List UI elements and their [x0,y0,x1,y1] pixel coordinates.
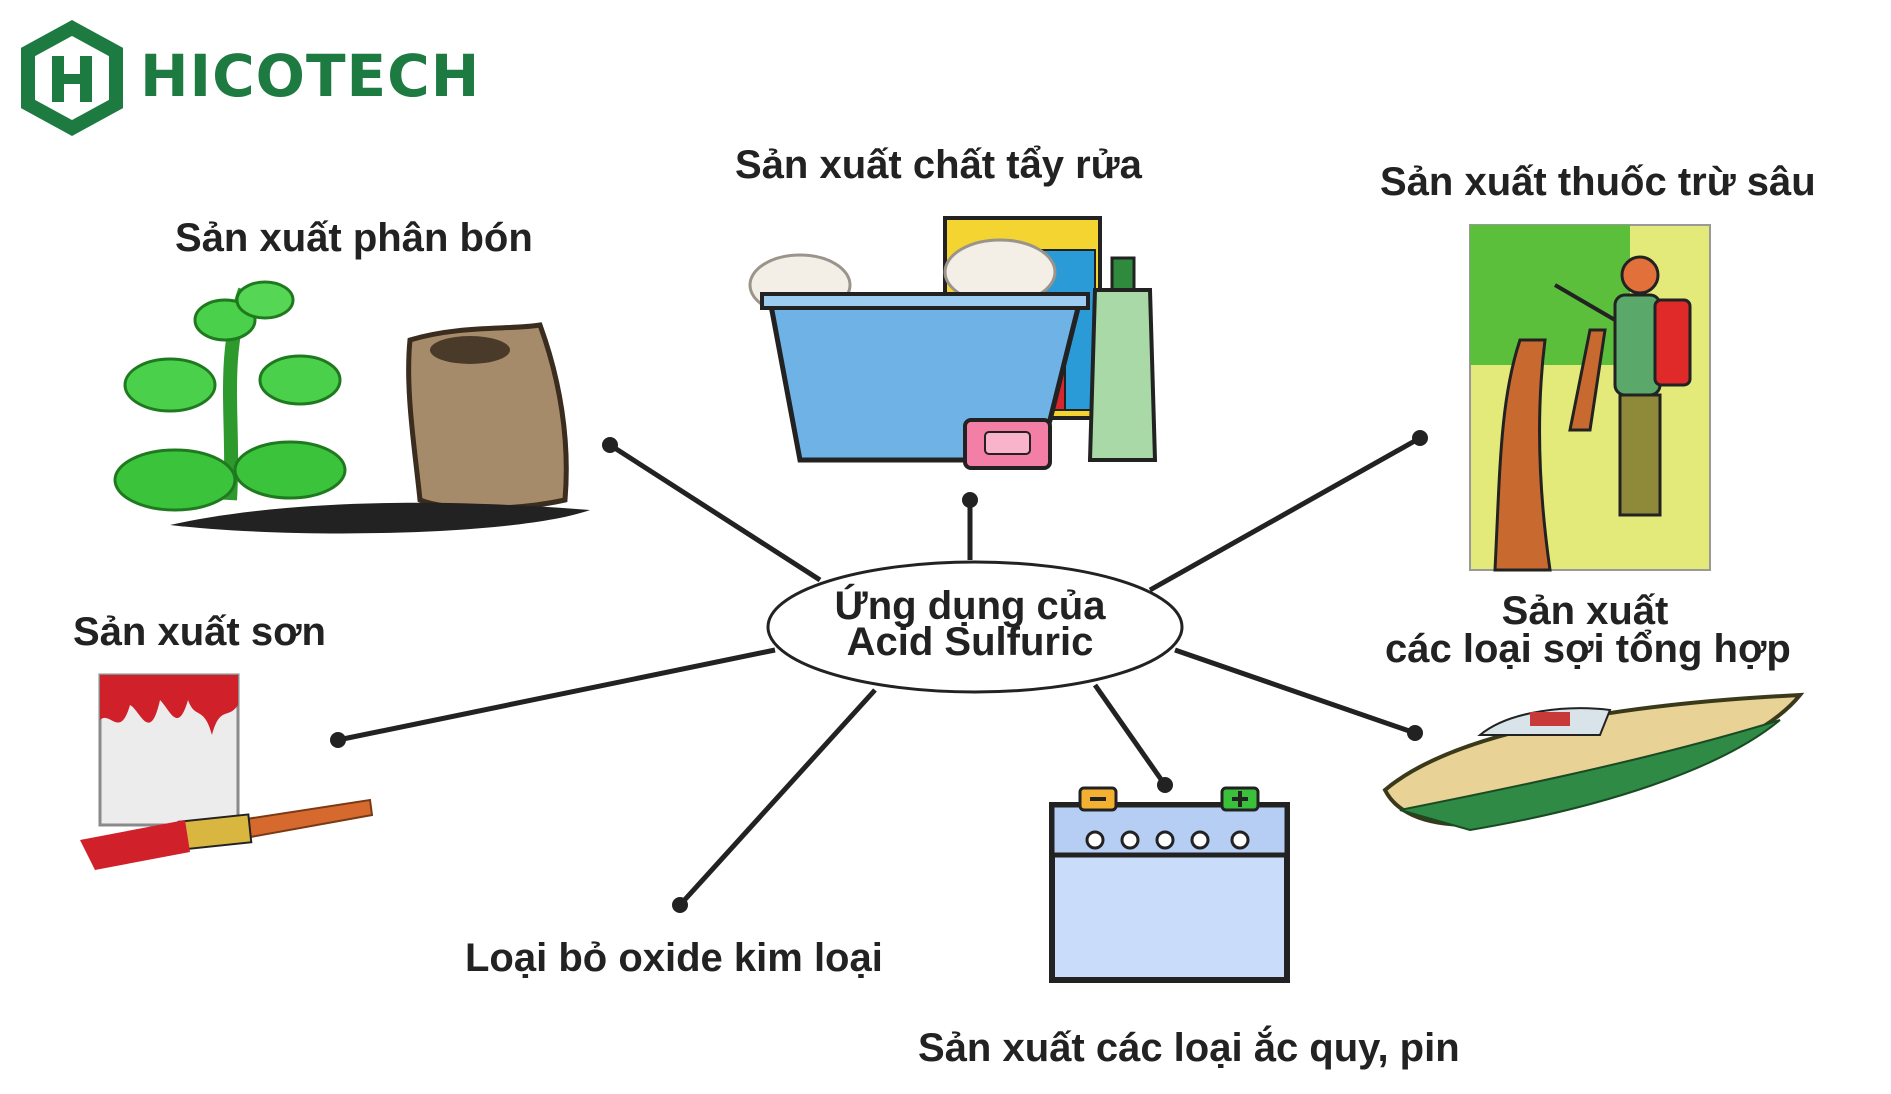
label-oxide: Loại bỏ oxide kim loại [465,936,883,980]
connector-battery [1092,683,1168,787]
connector-oxide [678,688,877,907]
connector-fertilizer [608,442,822,583]
label-pesticide: Sản xuất thuốc trừ sâu [1380,160,1816,204]
center-line-1: Ứng dụng của [834,584,1106,628]
center-node-label: Ứng dụng của Acid Sulfuric [770,584,1170,664]
connector-paint [337,647,776,743]
brand-logo-text: HICOTECH [140,42,481,110]
center-ellipse [766,560,1184,694]
label-fertilizer: Sản xuất phân bón [175,216,533,260]
battery-icon [1049,786,1290,983]
plant-icon [113,280,347,512]
label-fiber: Sản xuất các loại sợi tổng hợp [1385,589,1791,671]
connector-pesticide [1148,435,1422,593]
speedboat-icon [1382,692,1805,832]
connector-dots [330,430,1428,913]
paint-brush-icon [80,798,374,870]
label-paint: Sản xuất sơn [73,610,326,654]
fertilizer-sack-icon [170,322,590,534]
soap-bar-icon [963,418,1052,470]
label-battery: Sản xuất các loại ắc quy, pin [918,1026,1460,1070]
label-fiber-line-1: Sản xuất [1501,589,1669,633]
label-fiber-line-2: các loại sợi tổng hợp [1385,627,1791,671]
hicotech-logo-icon [21,20,123,136]
label-detergent: Sản xuất chất tẩy rửa [735,143,1142,187]
detergent-bottle-icon [1087,256,1158,462]
connector-fiber [1174,647,1416,736]
center-line-2: Acid Sulfuric [846,620,1094,664]
pesticide-scene-icon [1469,224,1711,572]
connector-lines [337,435,1422,907]
paint-can-icon [98,673,240,827]
